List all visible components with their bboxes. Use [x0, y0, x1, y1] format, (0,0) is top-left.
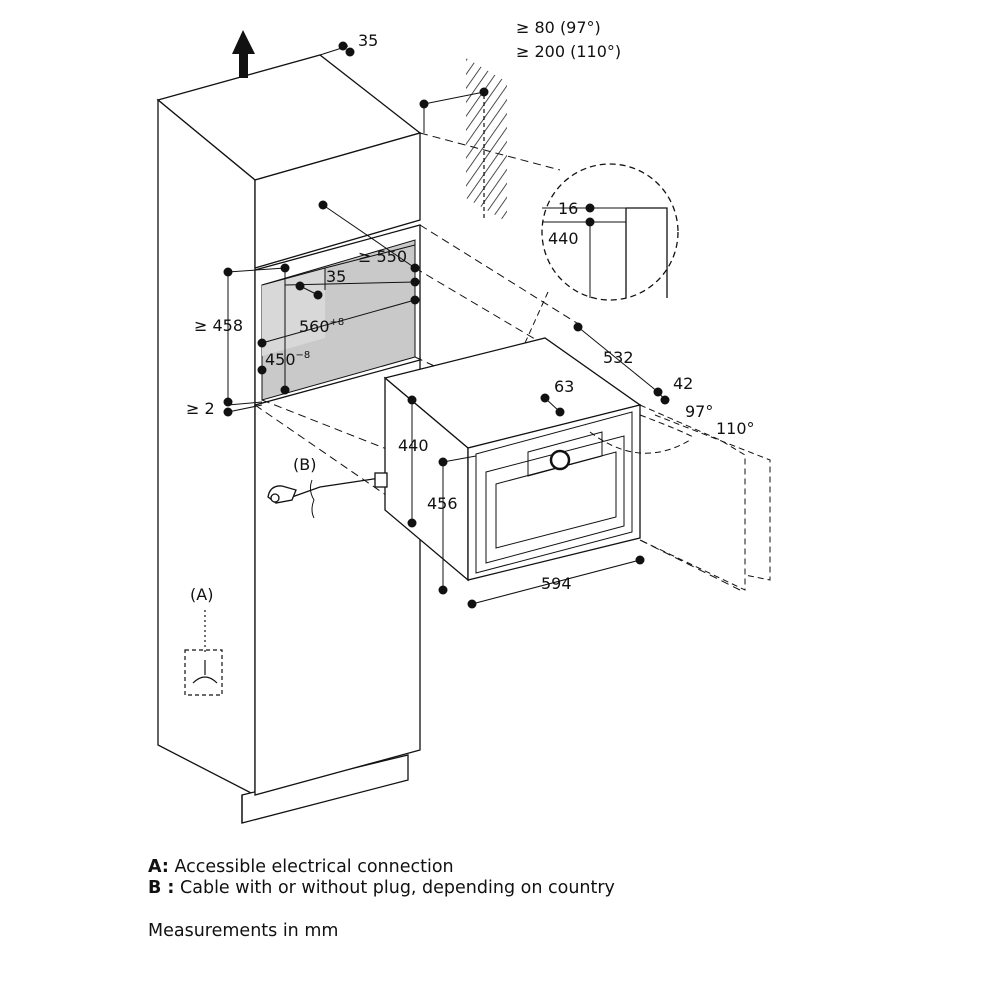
dim-detail-height: 440 [548, 229, 579, 248]
dim-depth-offset: 35 [326, 267, 346, 286]
dim-angle-110: 110° [716, 419, 755, 438]
legend-text-b: Cable with or without plug, depending on… [180, 878, 615, 898]
dim-front-width: 594 [541, 574, 572, 593]
dim-clearance-back: 35 [358, 31, 378, 50]
dim-niche-height: ≥ 458 [194, 316, 243, 335]
legend-text-a: Accessible electrical connection [174, 857, 454, 877]
dim-angle-97: 97° [685, 402, 713, 421]
appliance-dimension-lines [411, 326, 666, 605]
dim-vent-line2: ≥ 200 (110°) [516, 42, 621, 61]
dim-niche-depth-value: 450 [265, 350, 296, 369]
dim-panel-offset: 42 [673, 374, 693, 393]
tall-cabinet [156, 54, 422, 824]
vent-grille [466, 58, 507, 222]
units-note: Measurements in mm [148, 921, 339, 941]
dim-bottom-gap: ≥ 2 [186, 399, 215, 418]
dim-niche-width: 560+8 [299, 317, 344, 336]
legend-key-a: A: [148, 857, 169, 877]
vent-up-arrow-icon [232, 30, 255, 78]
dim-niche-width-value: 560 [299, 317, 330, 336]
legend-item-b: B : Cable with or without plug, dependin… [148, 878, 615, 899]
dim-vent-line1: ≥ 80 (97°) [516, 18, 601, 37]
legend-key-b: B : [148, 878, 175, 898]
dim-detail-top: 16 [558, 199, 578, 218]
cabinet-niche [254, 224, 421, 406]
dim-appliance-height: 440 [398, 436, 429, 455]
dim-appliance-depth: 532 [603, 348, 634, 367]
socket-icon [184, 610, 223, 696]
legend: A: Accessible electrical connection B : … [148, 857, 615, 899]
dim-niche-depth: 450−8 [265, 350, 310, 369]
dimension-labels: 35 ≥ 80 (97°) ≥ 200 (110°) ≥ 550 35 ≥ 45… [186, 18, 755, 604]
ref-b-label: (B) [293, 455, 316, 474]
dimension-dots [223, 41, 670, 609]
power-cable [267, 472, 388, 519]
appliance [383, 337, 642, 582]
cabinet-dimension-lines [227, 45, 485, 413]
door-swing [589, 404, 771, 591]
dim-niche-width-tolerance: +8 [330, 317, 345, 328]
ref-a-label: (A) [190, 585, 213, 604]
dim-depth-min: ≥ 550 [358, 247, 407, 266]
dim-front-height: 456 [427, 494, 458, 513]
dim-niche-depth-tolerance: −8 [296, 350, 311, 361]
dim-top-offset: 63 [554, 377, 574, 396]
legend-item-a: A: Accessible electrical connection [148, 857, 615, 878]
